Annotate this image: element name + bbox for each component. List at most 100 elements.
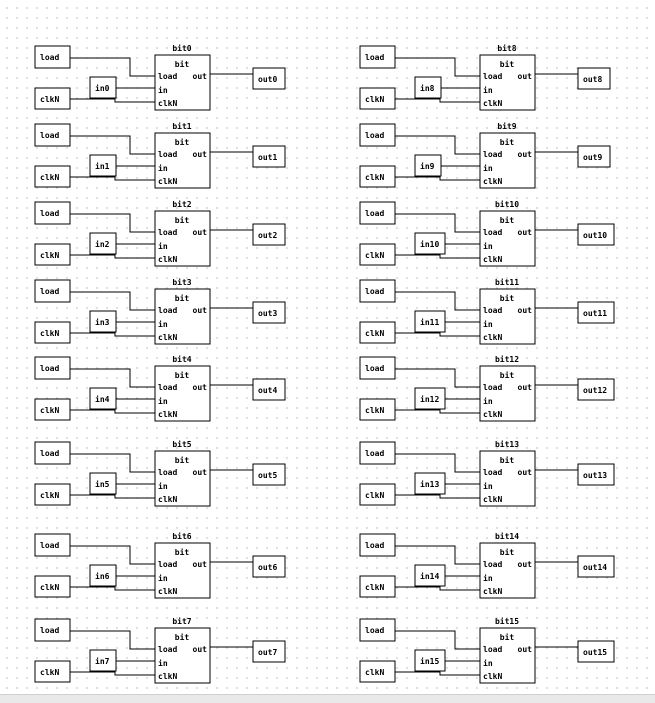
bit-chip[interactable]	[154, 627, 211, 684]
clock-pin[interactable]	[34, 243, 71, 266]
clock-pin[interactable]	[359, 398, 396, 421]
chip-title: bit	[500, 632, 515, 642]
chip-title: bit	[175, 293, 190, 303]
input-pin[interactable]	[89, 232, 117, 255]
clock-pin[interactable]	[34, 165, 71, 188]
input-pin[interactable]	[414, 76, 442, 99]
chip-port-load: load	[158, 72, 177, 81]
bit-chip[interactable]	[479, 542, 536, 599]
input-pin[interactable]	[414, 154, 442, 177]
load-pin[interactable]	[34, 533, 71, 557]
load-pin[interactable]	[359, 533, 396, 557]
output-pin[interactable]	[577, 223, 615, 246]
input-pin[interactable]	[414, 232, 446, 255]
load-wire	[70, 291, 155, 311]
clock-pin[interactable]	[359, 243, 396, 266]
clock-pin[interactable]	[359, 165, 396, 188]
chip-title: bit	[175, 632, 190, 642]
output-pin[interactable]	[252, 555, 286, 578]
output-pin-label: out13	[583, 471, 607, 480]
bit-chip[interactable]	[154, 210, 211, 267]
input-pin[interactable]	[89, 564, 117, 587]
bit-chip[interactable]	[154, 288, 211, 345]
input-pin[interactable]	[89, 76, 117, 99]
output-pin[interactable]	[252, 463, 286, 486]
output-pin[interactable]	[577, 640, 615, 663]
clock-pin[interactable]	[359, 660, 396, 683]
bit-chip[interactable]	[154, 542, 211, 599]
output-pin[interactable]	[252, 301, 286, 324]
load-pin[interactable]	[34, 356, 71, 380]
input-pin[interactable]	[414, 649, 446, 672]
input-pin[interactable]	[89, 387, 117, 410]
output-pin[interactable]	[577, 555, 615, 578]
load-pin[interactable]	[34, 279, 71, 303]
clock-pin-label: clkN	[40, 173, 59, 182]
bit-chip[interactable]	[479, 627, 536, 684]
bit-chip[interactable]	[479, 365, 536, 422]
input-pin[interactable]	[414, 472, 446, 495]
load-pin[interactable]	[34, 618, 71, 642]
chip-port-clk: clkN	[158, 177, 177, 186]
chip-title: bit	[500, 293, 515, 303]
chip-port-in: in	[483, 481, 493, 491]
output-pin[interactable]	[577, 301, 615, 324]
bit-chip[interactable]	[479, 288, 536, 345]
bit-chip[interactable]	[154, 54, 211, 111]
load-pin[interactable]	[34, 201, 71, 225]
input-pin[interactable]	[89, 310, 117, 333]
output-pin[interactable]	[577, 145, 611, 168]
clock-pin[interactable]	[359, 87, 396, 110]
clock-pin[interactable]	[359, 321, 396, 344]
output-pin[interactable]	[252, 640, 286, 663]
output-pin[interactable]	[577, 67, 611, 90]
load-pin[interactable]	[359, 201, 396, 225]
clock-pin[interactable]	[34, 575, 71, 598]
bit-chip[interactable]	[479, 450, 536, 507]
bit-chip[interactable]	[479, 54, 536, 111]
chip-port-out: out	[193, 228, 208, 237]
output-pin[interactable]	[252, 67, 286, 90]
output-pin[interactable]	[577, 463, 615, 486]
input-pin[interactable]	[414, 564, 446, 587]
clock-pin[interactable]	[34, 660, 71, 683]
output-pin[interactable]	[252, 223, 286, 246]
load-pin[interactable]	[359, 618, 396, 642]
output-pin[interactable]	[577, 378, 615, 401]
load-pin[interactable]	[359, 356, 396, 380]
load-pin[interactable]	[34, 441, 71, 465]
clock-pin[interactable]	[359, 483, 396, 506]
load-pin[interactable]	[34, 123, 71, 147]
input-pin[interactable]	[89, 154, 117, 177]
clock-pin[interactable]	[34, 483, 71, 506]
bit-chip[interactable]	[154, 365, 211, 422]
input-pin-label: in13	[420, 479, 439, 489]
load-pin[interactable]	[359, 441, 396, 465]
clock-pin[interactable]	[34, 87, 71, 110]
output-pin[interactable]	[252, 145, 286, 168]
load-pin[interactable]	[359, 123, 396, 147]
input-pin[interactable]	[414, 310, 446, 333]
load-pin[interactable]	[34, 45, 71, 69]
clock-pin[interactable]	[34, 398, 71, 421]
load-pin[interactable]	[359, 45, 396, 69]
clock-pin[interactable]	[34, 321, 71, 344]
load-wire	[70, 545, 155, 565]
input-pin[interactable]	[89, 649, 117, 672]
clock-wire	[395, 586, 480, 591]
clock-pin[interactable]	[359, 575, 396, 598]
bit-chip[interactable]	[154, 132, 211, 189]
clock-wire	[395, 409, 480, 414]
bit-chip[interactable]	[479, 210, 536, 267]
input-pin[interactable]	[414, 387, 446, 410]
bit-chip[interactable]	[479, 132, 536, 189]
load-pin-label: load	[365, 53, 384, 62]
clock-pin-label: clkN	[40, 329, 59, 338]
output-pin[interactable]	[252, 378, 286, 401]
bit-chip[interactable]	[154, 450, 211, 507]
input-pin[interactable]	[89, 472, 117, 495]
horizontal-scrollbar[interactable]	[0, 694, 655, 703]
load-pin[interactable]	[359, 279, 396, 303]
load-wire	[395, 368, 480, 388]
